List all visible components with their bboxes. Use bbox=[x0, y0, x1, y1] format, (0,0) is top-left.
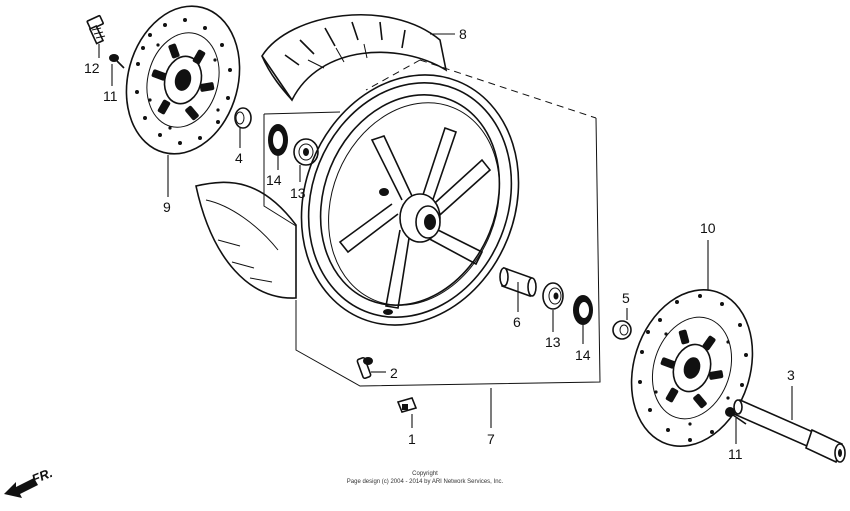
screw-11-top bbox=[109, 54, 125, 69]
callout-12: 12 bbox=[84, 60, 100, 76]
dust-seal-14-left bbox=[268, 124, 288, 156]
side-collar-5 bbox=[612, 320, 632, 340]
front-wheel-rim bbox=[300, 74, 520, 326]
callout-4: 4 bbox=[235, 150, 243, 166]
tire-half-lower bbox=[195, 181, 297, 299]
direction-label: FR. bbox=[30, 465, 55, 487]
bearing-13-left bbox=[293, 138, 319, 166]
callout-14-right: 14 bbox=[575, 347, 591, 363]
brake-disc-right bbox=[630, 289, 754, 447]
screw-11-bottom bbox=[725, 407, 747, 425]
dust-seal-14-right bbox=[573, 295, 593, 325]
callout-7: 7 bbox=[487, 431, 495, 447]
callout-11-top: 11 bbox=[103, 88, 118, 104]
brake-disc-left bbox=[125, 5, 241, 155]
balance-weight-1 bbox=[396, 397, 418, 413]
callout-13-right: 13 bbox=[545, 334, 561, 350]
copyright-line-1: Copyright bbox=[412, 471, 438, 477]
callout-5: 5 bbox=[622, 290, 630, 306]
copyright-line-2: Page design (c) 2004 - 2014 by ARI Netwo… bbox=[347, 479, 504, 485]
callout-10: 10 bbox=[700, 220, 716, 236]
callout-13-left: 13 bbox=[290, 185, 306, 201]
bearing-13-right bbox=[542, 282, 564, 310]
callout-11-bottom: 11 bbox=[728, 446, 743, 462]
flange-bolt-12 bbox=[86, 14, 106, 45]
tire-half-upper bbox=[261, 14, 448, 102]
front-axle-3 bbox=[732, 398, 846, 464]
callout-6: 6 bbox=[513, 314, 521, 330]
callout-3: 3 bbox=[787, 367, 795, 383]
callout-1: 1 bbox=[408, 431, 416, 447]
callout-8: 8 bbox=[459, 26, 467, 42]
callout-14-left: 14 bbox=[266, 172, 282, 188]
side-collar-4 bbox=[234, 107, 252, 129]
front-direction-arrow-icon bbox=[4, 478, 38, 498]
callout-2: 2 bbox=[390, 365, 398, 381]
tire-valve-2 bbox=[356, 356, 373, 380]
callout-9: 9 bbox=[163, 199, 171, 215]
distance-collar-6 bbox=[499, 266, 537, 298]
